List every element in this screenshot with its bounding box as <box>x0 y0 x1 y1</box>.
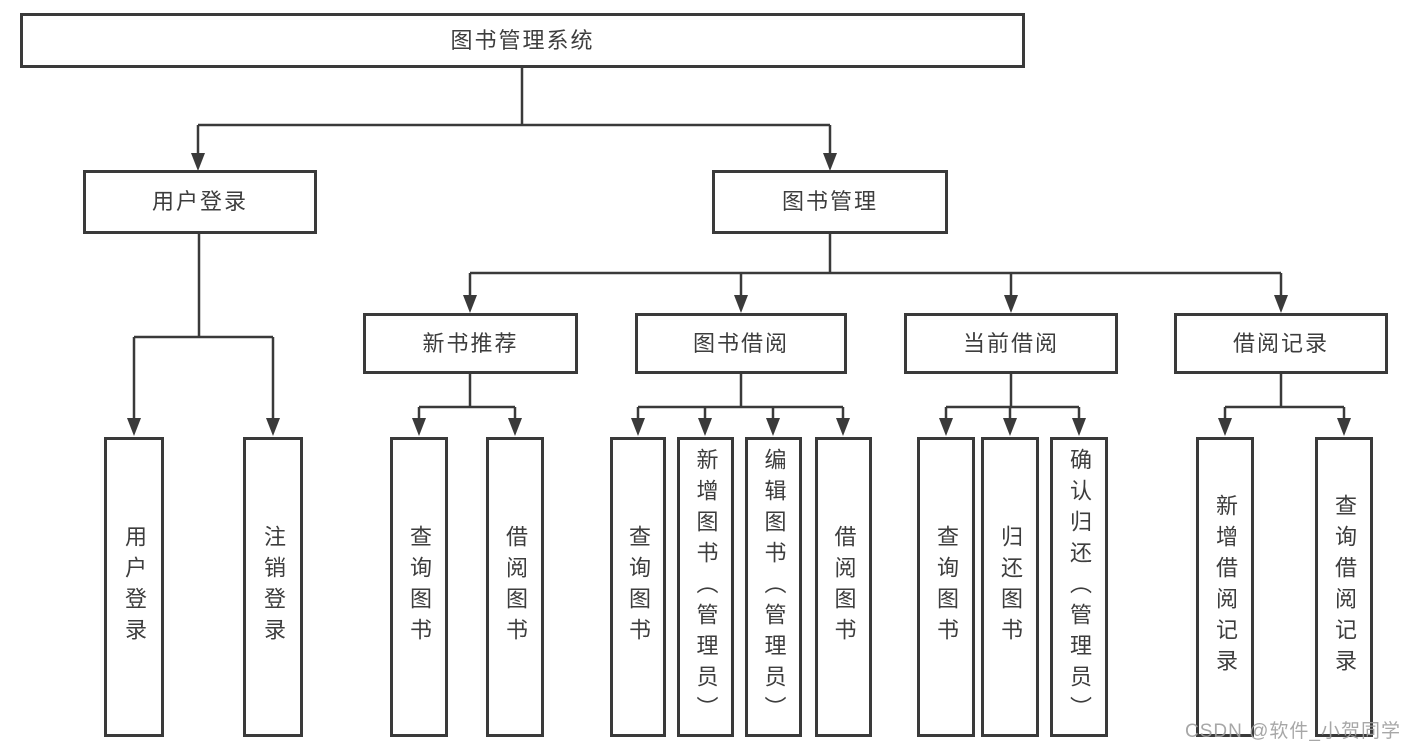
leaf-add-book-admin: 新增图书（管理员） <box>677 437 734 737</box>
node-user-login-branch: 用户登录 <box>83 170 317 234</box>
node-new-book-recommendation: 新书推荐 <box>363 313 578 374</box>
node-borrowing-records: 借阅记录 <box>1174 313 1388 374</box>
leaf-confirm-return-admin: 确认归还（管理员） <box>1050 437 1108 737</box>
leaf-borrow-book-borrowing: 借阅图书 <box>815 437 872 737</box>
leaf-query-book-borrowing: 查询图书 <box>610 437 666 737</box>
node-book-management-branch: 图书管理 <box>712 170 948 234</box>
leaf-borrow-book-recommend: 借阅图书 <box>486 437 544 737</box>
node-current-borrowing: 当前借阅 <box>904 313 1118 374</box>
leaf-query-borrow-record: 查询借阅记录 <box>1315 437 1373 737</box>
leaf-edit-book-admin: 编辑图书（管理员） <box>745 437 802 737</box>
node-book-borrowing: 图书借阅 <box>635 313 847 374</box>
leaf-add-borrow-record: 新增借阅记录 <box>1196 437 1254 737</box>
leaf-query-book-current: 查询图书 <box>917 437 975 737</box>
node-root-system: 图书管理系统 <box>20 13 1025 68</box>
leaf-user-login: 用户登录 <box>104 437 164 737</box>
leaf-logout: 注销登录 <box>243 437 303 737</box>
leaf-query-book-recommend: 查询图书 <box>390 437 448 737</box>
csdn-watermark: CSDN @软件_小贺同学 <box>1185 721 1401 742</box>
leaf-return-book: 归还图书 <box>981 437 1039 737</box>
